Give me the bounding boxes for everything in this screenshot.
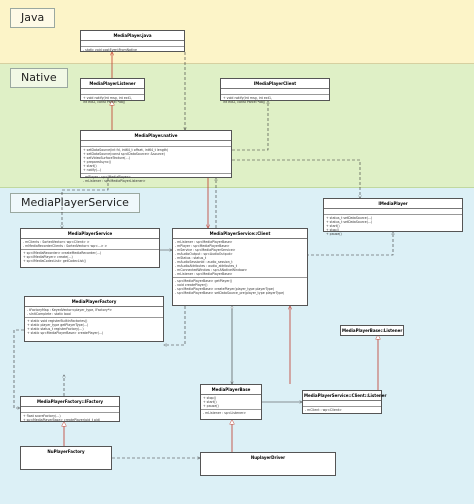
field-line: - mPlayer : sp<MediaPlayerBase>	[175, 244, 230, 248]
class-nuplayer-factory: NuPlayerFactory	[20, 446, 112, 470]
class-title: NuplayerDriver	[250, 455, 286, 460]
class-title: MediaPlayerBase::Listener	[342, 328, 403, 333]
java-layer-label: Java	[10, 8, 56, 28]
class-mediaplayer-service-client: MediaPlayerService::Client - mListener :…	[172, 228, 308, 306]
method-line: + prepareAsync()	[83, 160, 112, 164]
class-title: MediaPlayerService	[21, 229, 159, 239]
method-line: + static void registerBuiltinFactories()	[27, 319, 88, 323]
method-line: + stop()	[203, 396, 217, 400]
class-mediaplayer-listener: MediaPlayerListener + void notify(int ms…	[80, 78, 145, 104]
connector-client-to-factory	[164, 306, 186, 345]
field-line: - mAudioAttributes : audio_attributes_t	[175, 264, 237, 268]
field-line: - mMediaRecorderClients : SortedVector< …	[23, 244, 108, 248]
java-layer-band: Java	[0, 0, 474, 64]
class-nuplayer-driver: NuplayerDriver	[200, 452, 336, 476]
method-line: + start()	[326, 224, 340, 228]
class-factory-ifactory: MediaPlayerFactory::IFactory + float sco…	[20, 396, 120, 422]
method-line: + static player_type getPlayerType(...)	[27, 323, 89, 327]
method-line: + setVideoSurfaceTexture(...)	[83, 156, 130, 160]
connector-native-to-imediaplayer	[232, 159, 360, 198]
method-line: + status_t setDataSource(...)	[326, 220, 373, 224]
connector-client-to-imediaplayer	[296, 232, 393, 256]
class-title: MediaPlayerService::Client::Listener	[303, 391, 386, 401]
method-line: + stop()	[326, 228, 340, 232]
field-line: - mListener : sp<MediaPlayerBase>	[175, 272, 233, 276]
field-line: - mPlayer : sp<IMediaPlayer>	[83, 175, 131, 179]
class-title: MediaPlayerBase	[201, 385, 261, 395]
class-title: IMediaPlayer	[324, 199, 462, 209]
class-title: IMediaPlayerClient	[221, 79, 329, 89]
method-line: + sp<IMediaRecorder> createMediaRecorder…	[23, 251, 102, 255]
service-layer-label: MediaPlayerService	[10, 193, 140, 213]
class-imediaplayer-client: IMediaPlayerClient + void notify(int msg…	[220, 78, 330, 104]
class-mediaplayerbase-listener: MediaPlayerBase::Listener	[340, 325, 404, 336]
class-title: MediaPlayerListener	[81, 79, 144, 89]
field-line: - sInitComplete : static bool	[27, 312, 71, 316]
field-line: - tFactoryMap : KeyedVector<player_type,…	[27, 308, 113, 312]
field-line: - mClients : SortedVector< wp<Client> >	[23, 240, 90, 244]
method-line: + start()	[203, 400, 217, 404]
class-title: MediaPlayer.native	[81, 131, 231, 141]
method-line: + void notify(int msg, int ext1,	[83, 96, 132, 100]
field-line: - mConnectedWindow : sp<ANativeWindow>	[175, 268, 248, 272]
method-line: + pause()	[203, 404, 219, 408]
method-line: - sp<MediaPlayerBase> getPlayer()	[175, 279, 233, 283]
method-line: + static sp<MediaPlayerBase> createPlaye…	[27, 331, 104, 335]
field-line: - mAudioOutput : sp<AudioOutput>	[175, 252, 233, 256]
field-line: - mClient : wp<Client>	[305, 408, 342, 412]
field-line: - mService : sp<MediaPlayerService>	[175, 248, 236, 252]
method-line: + start()	[83, 164, 97, 168]
native-layer-label: Native	[10, 68, 68, 88]
class-title: MediaPlayerFactory::IFactory	[21, 397, 119, 407]
connector-native-to-imediaplayerclient	[232, 101, 268, 151]
class-mediaplayer-java: MediaPlayer.java - static void postEvent…	[80, 30, 185, 52]
field-line: - mListener : sp<Listener>	[203, 411, 247, 415]
method-line: + sp<IMediaCodecList> getCodecList()	[23, 259, 86, 263]
class-imediaplayer: IMediaPlayer + status_t setDataSource(..…	[323, 198, 463, 236]
class-title: NuPlayerFactory	[47, 449, 85, 454]
class-title: MediaPlayer.java	[81, 31, 184, 41]
method-line: - sp<MediaPlayerBase> setDataSource_pre(…	[175, 291, 285, 295]
method-line: + sp<IMediaPlayer> create(...)	[23, 255, 73, 259]
method-line: - static void postEventFromNative	[83, 48, 137, 52]
connector-native-to-service	[62, 178, 109, 228]
method-line: + status_t setDataSource(...)	[326, 216, 373, 220]
method-line: + setDataSource(int fd, int64_t offset, …	[83, 148, 169, 152]
class-mediaplayer-native: MediaPlayer.native + setDataSource(int f…	[80, 130, 232, 183]
field-line: - mListener : sp<MediaPlayerBase>	[175, 240, 233, 244]
method-line: + setDataSource(const sp<IDataSource> &s…	[83, 152, 165, 156]
class-mediaplayer-factory: MediaPlayerFactory - tFactoryMap : Keyed…	[24, 296, 164, 342]
method-line: + static status_t registerFactory(...)	[27, 327, 84, 331]
method-line: int ext2, const Parcel *obj)	[83, 100, 126, 104]
method-line: + sp<MediaPlayerBase> createPlayer(pid_t…	[23, 418, 101, 422]
class-title: MediaPlayerFactory	[25, 297, 163, 307]
method-line: + void notify(int msg, int ext1,	[223, 96, 272, 100]
class-mediaplayer-service-client-listener: MediaPlayerService::Client::Listener - m…	[302, 390, 386, 414]
method-line: - void createPlayer()	[175, 283, 208, 287]
field-line: - mListener : sp<MediaPlayerListener>	[83, 179, 146, 183]
method-line: int ext2, const Parcel *obj)	[223, 100, 266, 104]
method-line: - sp<MediaPlayerBase> createPlayer(playe…	[175, 287, 275, 291]
class-mediaplayer-service: MediaPlayerService - mClients : SortedVe…	[20, 228, 160, 268]
class-title: MediaPlayerService::Client	[173, 229, 307, 239]
method-line: + float scoreFactory(...)	[23, 414, 61, 418]
class-mediaplayerbase: MediaPlayerBase + stop() + start() + pau…	[200, 384, 262, 420]
method-line: + notify(...)	[83, 168, 102, 172]
field-line: - mStatus : status_t	[175, 256, 207, 260]
field-line: - mAudioSessionId : audio_session_t	[175, 260, 233, 264]
method-line: + pause()	[326, 232, 342, 236]
connector-factory-to-ifactory	[13, 329, 24, 408]
